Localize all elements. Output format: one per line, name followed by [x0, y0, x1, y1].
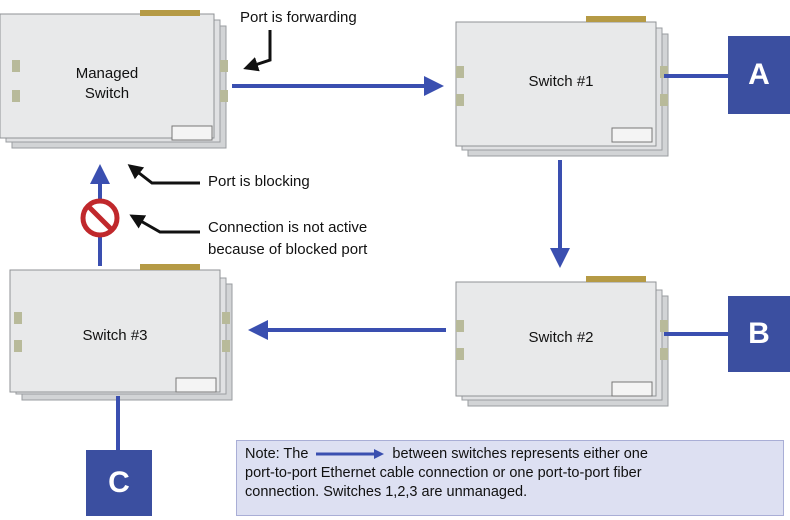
switch-1-label: Switch #1	[528, 73, 594, 90]
endpoint-c: C	[86, 450, 152, 516]
note-prefix: Note: The	[245, 446, 309, 462]
endpoint-a: A	[728, 36, 790, 114]
switch-2-device	[455, 276, 669, 407]
connection-inactive-annotation-line2: because of blocked port	[208, 241, 368, 258]
switch-1-device	[455, 16, 669, 157]
port-blocking-annotation: Port is blocking	[208, 173, 310, 190]
inactive-pointer-arrow	[129, 214, 200, 234]
blocking-pointer-arrow	[127, 164, 200, 185]
forwarding-pointer-arrow	[243, 30, 272, 72]
managed-switch-label: Managed Switch	[75, 65, 139, 102]
connection-inactive-annotation-line1: Connection is not active	[208, 219, 368, 236]
note-suffix: between switches represents either one	[392, 446, 648, 462]
managed-switch-device	[0, 10, 228, 149]
switch-3-label: Switch #3	[82, 327, 148, 344]
note-line-1: Note: The between switches represents ei…	[245, 445, 775, 464]
port-forwarding-annotation: Port is forwarding	[240, 9, 357, 26]
blocked-connection-icon	[80, 198, 120, 238]
note-line-3: connection. Switches 1,2,3 are unmanaged…	[245, 484, 528, 500]
note-line-2: port-to-port Ethernet cable connection o…	[245, 465, 642, 481]
endpoint-b: B	[728, 296, 790, 372]
note-box: Note: The between switches represents ei…	[236, 440, 784, 516]
switch-3-device	[9, 264, 233, 401]
switch-2-label: Switch #2	[528, 329, 594, 346]
arrow-legend-icon	[316, 449, 385, 460]
